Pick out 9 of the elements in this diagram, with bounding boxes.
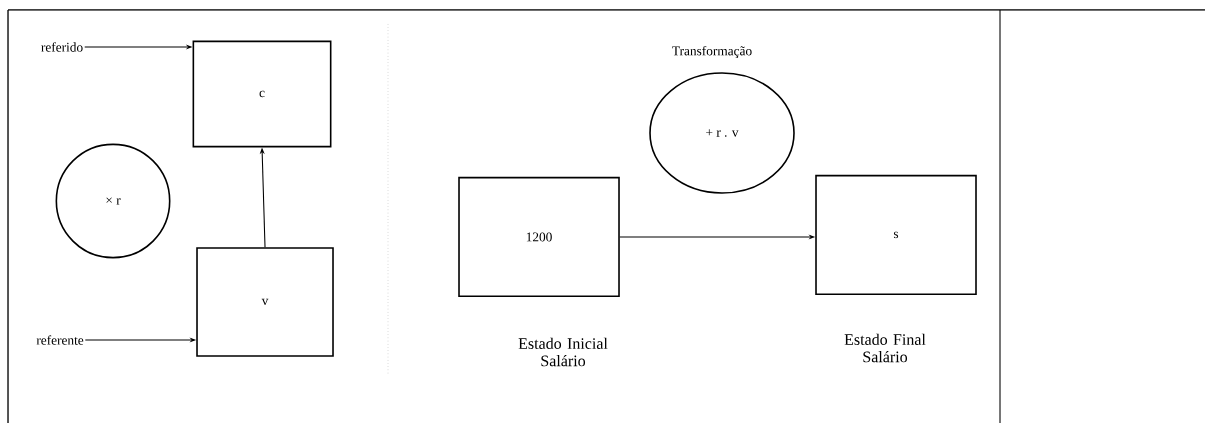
label-text: referido — [41, 42, 83, 52]
state-box: c — [192, 40, 332, 148]
state-box: s — [815, 174, 977, 296]
label-text: referente — [36, 335, 84, 345]
state-caption: Estado Final Salário — [844, 333, 926, 363]
heading: Transformação — [672, 45, 752, 59]
state-caption: Estado Inicial Salário — [518, 337, 608, 367]
state-box: 1200 — [458, 176, 620, 298]
state-box: v — [196, 247, 334, 357]
